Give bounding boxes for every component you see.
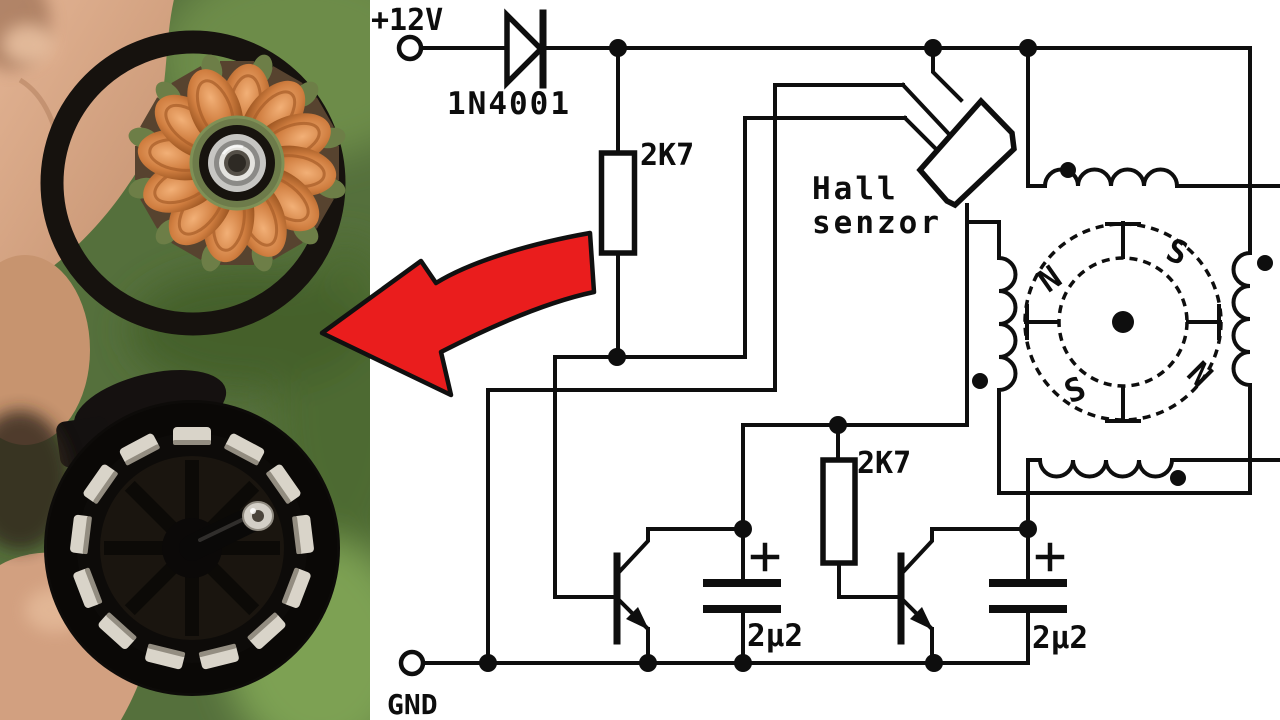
motor-tick-right bbox=[1186, 304, 1222, 340]
t2-emitter-arrow bbox=[910, 607, 933, 630]
red-arrow bbox=[319, 230, 597, 398]
capacitor-c1 bbox=[703, 528, 781, 663]
motor-tick-top bbox=[1105, 221, 1141, 259]
cap2-label: 2µ2 bbox=[1032, 620, 1088, 656]
motor-tick-left bbox=[1024, 304, 1060, 340]
diode-label: 1N4001 bbox=[447, 86, 571, 122]
wire-hall-to-gnd bbox=[486, 83, 905, 665]
rotor bbox=[44, 400, 340, 696]
hall-label-line2: senzor bbox=[812, 205, 942, 241]
resistor-r1 bbox=[598, 150, 638, 256]
resistor2-label: 2K7 bbox=[857, 446, 911, 481]
hall-label-line1: Hall bbox=[812, 171, 899, 207]
wire-r2-to-t2-base bbox=[837, 561, 899, 599]
hall-sensor-body bbox=[916, 96, 1017, 209]
gnd-terminal bbox=[398, 649, 426, 677]
rotor-shaft bbox=[179, 501, 274, 561]
wire-hall-to-t1-base bbox=[553, 116, 907, 599]
hall-sensor bbox=[900, 46, 1017, 209]
motor-tick-bottom bbox=[1105, 385, 1141, 423]
cap1-label: 2µ2 bbox=[747, 618, 803, 654]
diode-triangle bbox=[504, 8, 545, 90]
wire-gnd-rail bbox=[421, 610, 1030, 665]
supply-label: +12V bbox=[371, 3, 443, 38]
stator bbox=[126, 52, 348, 274]
motor-center-dot bbox=[1112, 311, 1134, 333]
supply-terminal bbox=[396, 34, 424, 62]
resistor-r2 bbox=[820, 457, 858, 566]
junction-dots bbox=[479, 39, 1037, 672]
winding-bottom bbox=[1026, 458, 1280, 531]
t1-emitter-arrow bbox=[626, 607, 649, 630]
motor-photo-panel bbox=[0, 0, 372, 720]
c1-polarity-plus bbox=[750, 542, 780, 572]
winding-polarity-dots bbox=[972, 162, 1273, 486]
resistor1-label: 2K7 bbox=[640, 138, 694, 173]
wire-supply-and-coil-loop bbox=[543, 46, 1252, 495]
c2-polarity-plus bbox=[1035, 542, 1065, 572]
motor-symbol: N S S N bbox=[1023, 221, 1223, 423]
gnd-label: GND bbox=[387, 688, 438, 720]
hand-top bbox=[0, 0, 174, 445]
wire-hall-bottom-branch bbox=[741, 203, 969, 530]
transistor-t1 bbox=[613, 527, 743, 665]
bearing-hub bbox=[189, 115, 285, 211]
